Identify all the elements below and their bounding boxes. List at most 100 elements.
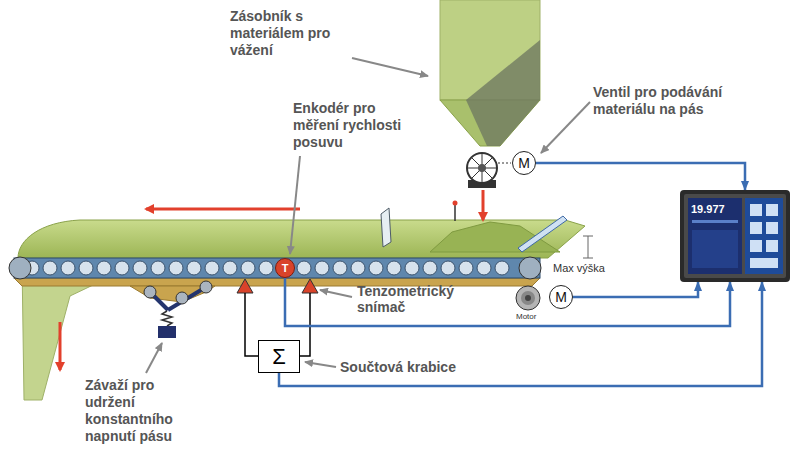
node-text: M xyxy=(518,156,530,170)
node-text: M xyxy=(555,290,567,304)
display-key xyxy=(750,240,762,252)
max-height-dimension xyxy=(583,236,593,258)
roller-band xyxy=(133,261,147,275)
signal-wire xyxy=(285,278,730,326)
leader-lines xyxy=(320,290,352,297)
display-key xyxy=(766,222,778,234)
screen-chart xyxy=(692,230,738,268)
roller-band xyxy=(477,261,491,275)
motor-symbol: M xyxy=(512,151,536,175)
roller-band xyxy=(241,261,255,275)
roller-band xyxy=(223,261,237,275)
roller-band xyxy=(25,261,509,275)
skirt-plate xyxy=(518,216,567,252)
display-keypad xyxy=(745,198,783,274)
roller-band xyxy=(43,261,57,275)
roller-band xyxy=(79,261,93,275)
return-belt xyxy=(14,278,540,286)
max-height-dimension xyxy=(588,236,589,258)
return-belt xyxy=(14,278,540,302)
callout-label: Tenzometrický snímač xyxy=(357,283,469,315)
belt-motor xyxy=(525,295,531,301)
feed-valve xyxy=(471,157,493,179)
level-plate xyxy=(381,208,391,247)
load-cells xyxy=(302,279,318,293)
callout-label: Motor xyxy=(516,312,556,322)
feed-arrow xyxy=(483,190,484,220)
callout-label: Součtová krabice xyxy=(340,359,490,376)
roller-band xyxy=(315,261,329,275)
roller-band xyxy=(14,258,540,278)
load-cells xyxy=(300,293,310,356)
summing-box: Σ xyxy=(258,340,300,373)
height-pin xyxy=(453,201,458,206)
height-pin xyxy=(454,205,456,221)
signal-wire xyxy=(279,282,762,386)
motor-symbol: M xyxy=(549,285,573,309)
leader-lines xyxy=(146,343,162,373)
signal-wire xyxy=(536,163,745,190)
feed-valve xyxy=(467,153,511,188)
display-key xyxy=(750,222,762,234)
feed-valve xyxy=(471,157,493,179)
roller-band xyxy=(187,261,201,275)
level-plate xyxy=(381,208,391,247)
roller-band xyxy=(459,261,473,275)
display-panel: 19.977 xyxy=(680,190,790,282)
tension-assembly xyxy=(144,281,212,338)
roller-band xyxy=(405,261,419,275)
display-key xyxy=(750,258,778,268)
tension-assembly xyxy=(200,281,212,293)
roller-band xyxy=(297,261,311,275)
signal-wire xyxy=(573,282,698,297)
roller-band xyxy=(495,261,509,275)
feed-valve xyxy=(478,164,486,172)
screen-bar xyxy=(692,220,738,223)
leader-lines xyxy=(305,362,336,367)
roller-band xyxy=(333,261,347,275)
display-bezel xyxy=(684,194,786,278)
encoder-symbol: T xyxy=(275,258,295,278)
tension-assembly xyxy=(168,287,206,310)
display-screen xyxy=(688,198,742,274)
tension-assembly xyxy=(158,326,176,338)
roller-band xyxy=(259,261,273,275)
roller-band xyxy=(441,261,455,275)
leader-lines xyxy=(290,156,300,254)
roller-band xyxy=(9,257,541,279)
discharge-arrow xyxy=(59,322,62,370)
belt-motor xyxy=(516,286,540,310)
display-key xyxy=(766,204,778,216)
max-height-dimension xyxy=(583,258,593,259)
tension-assembly xyxy=(144,286,156,298)
belt-surface xyxy=(18,220,585,258)
load-cells xyxy=(245,293,258,356)
feed-valve xyxy=(498,163,511,164)
roller-band xyxy=(369,261,383,275)
belt-motor xyxy=(521,291,535,305)
callout-label: Enkodér pro měření rychlosti posuvu xyxy=(293,100,418,151)
max-height-dimension xyxy=(583,236,593,237)
belt-surface xyxy=(18,220,585,258)
callout-label: Max výška xyxy=(553,262,615,275)
tension-assembly xyxy=(176,292,188,304)
leader-lines xyxy=(352,58,428,76)
node-text: T xyxy=(282,263,289,274)
load-cells xyxy=(237,279,253,293)
roller-band xyxy=(9,257,31,279)
belt-direction-arrow xyxy=(146,208,300,211)
feed-valve xyxy=(467,153,497,183)
node-text: 19.977 xyxy=(691,203,725,215)
tension-assembly xyxy=(162,311,172,326)
roller-band xyxy=(387,261,401,275)
display-frame xyxy=(680,190,790,282)
hopper xyxy=(440,0,540,146)
hopper xyxy=(466,40,540,146)
roller-band xyxy=(351,261,365,275)
display-key xyxy=(766,240,778,252)
feed-arrow xyxy=(482,190,485,220)
height-pin xyxy=(453,201,458,222)
discharge-arrow xyxy=(60,322,61,370)
callout-label: Závaží pro udržení konstantního napnutí … xyxy=(85,377,191,445)
